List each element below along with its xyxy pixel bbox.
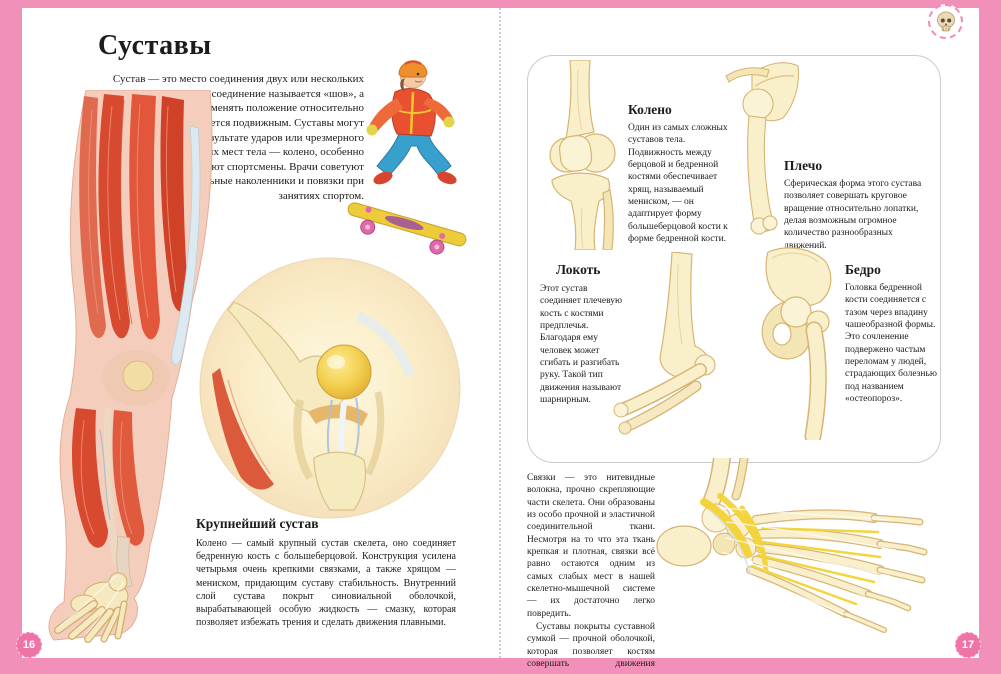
panel-body-hip: Головка бедренной кости соединяется с та… <box>845 283 937 405</box>
panel-body-shoulder: Сферическая форма этого сустава позволяе… <box>784 179 922 251</box>
chapter-badge <box>928 4 963 39</box>
feature-body: Колено — самый крупный сустав скелета, о… <box>196 538 456 629</box>
ligaments-text-block: Связки — это нитевидные волокна, прочно … <box>527 472 655 674</box>
joints-panel-frame <box>527 55 941 463</box>
panel-title-shoulder: Плечо <box>784 158 823 173</box>
ligaments-paragraph-1: Связки — это нитевидные волокна, прочно … <box>527 473 655 619</box>
shoulder-bones-illustration <box>722 58 804 238</box>
foot-ligaments-illustration <box>650 458 940 654</box>
elbow-bones-illustration <box>612 252 736 436</box>
leg-muscles-illustration <box>20 90 260 646</box>
panel-body-elbow: Этот сустав соединяет плечевую кость с к… <box>540 284 623 406</box>
panel-body-knee: Один из самых сложных суставов тела. Под… <box>628 123 728 245</box>
panel-title-hip: Бедро <box>845 262 881 277</box>
page-number-left: 16 <box>16 632 42 658</box>
panel-title-elbow: Локоть <box>556 262 601 277</box>
page-title: Суставы <box>98 30 212 61</box>
page-number-right: 17 <box>955 632 981 658</box>
ligaments-paragraph-2: Суставы покрыты суставной сумкой — прочн… <box>527 622 655 674</box>
panel-title-knee: Колено <box>628 102 672 117</box>
page-fold-dotted-line <box>499 8 501 658</box>
skateboarder-boy-illustration <box>345 50 485 268</box>
knee-joint-closeup-illustration <box>192 250 468 526</box>
feature-title: Крупнейший сустав <box>196 516 319 531</box>
feature-box: Крупнейший сустав Колено — самый крупный… <box>196 516 456 629</box>
skull-icon <box>935 10 957 34</box>
hip-bones-illustration <box>740 246 842 440</box>
knee-bones-illustration <box>534 60 624 250</box>
